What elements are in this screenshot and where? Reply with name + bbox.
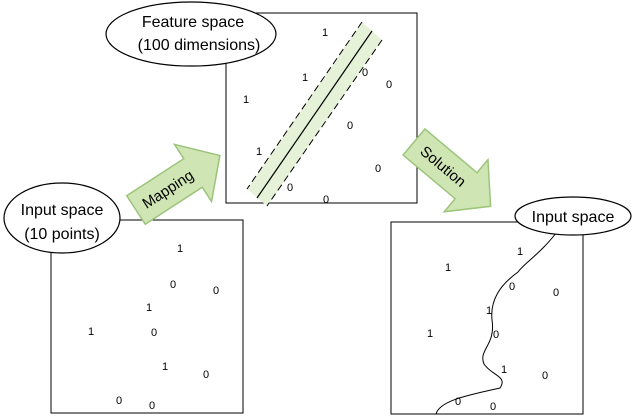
input-space-right-title: Input space (532, 209, 615, 226)
input-space-left-box (50, 219, 244, 414)
point-label: 1 (177, 243, 183, 255)
point-label: 0 (203, 369, 209, 381)
input-space-left-points: 1 0 0 1 1 0 1 0 0 0 (88, 243, 219, 412)
point-label: 0 (455, 396, 461, 408)
point-label: 1 (302, 72, 308, 84)
input-space-right-points: 1 1 0 0 1 1 0 1 0 0 0 (427, 246, 559, 413)
input-space-left-bubble (3, 182, 121, 254)
point-label: 0 (213, 285, 219, 297)
margin-line-lower (266, 39, 383, 207)
point-label: 1 (256, 146, 262, 158)
margin-line-upper (246, 21, 363, 190)
point-label: 1 (517, 246, 523, 258)
decision-boundary-curve (435, 227, 561, 415)
point-label: 0 (116, 395, 122, 407)
feature-space-bubble (105, 1, 277, 67)
point-label: 1 (88, 326, 94, 338)
feature-space-title-line1: Feature space (142, 14, 244, 31)
point-label: 1 (146, 302, 152, 314)
point-label: 0 (151, 327, 157, 339)
point-label: 0 (386, 79, 392, 91)
separating-hyperplane (256, 30, 373, 199)
point-label: 1 (243, 94, 249, 106)
feature-space-title-line2: (100 dimensions) (138, 37, 261, 54)
point-label: 0 (323, 194, 329, 206)
point-label: 1 (427, 328, 433, 340)
point-label: 0 (375, 163, 381, 175)
point-label: 0 (509, 281, 515, 293)
point-label: 0 (493, 329, 499, 341)
input-space-left-title-line2: (10 points) (24, 226, 100, 243)
point-label: 0 (362, 67, 368, 79)
point-label: 0 (490, 401, 496, 413)
point-label: 0 (149, 400, 155, 412)
point-label: 1 (486, 305, 492, 317)
point-label: 0 (287, 182, 293, 194)
point-label: 0 (170, 279, 176, 291)
point-label: 0 (347, 120, 353, 132)
point-label: 1 (322, 27, 328, 39)
feature-space-points: 1 1 0 0 1 0 1 0 0 0 (243, 27, 392, 206)
point-label: 1 (445, 262, 451, 274)
input-space-left-title-line1: Input space (21, 202, 104, 219)
input-space-right-bubble (514, 196, 632, 236)
point-label: 1 (501, 364, 507, 376)
point-label: 0 (553, 287, 559, 299)
point-label: 1 (162, 361, 168, 373)
point-label: 0 (542, 370, 548, 382)
input-space-right-box (390, 221, 584, 415)
